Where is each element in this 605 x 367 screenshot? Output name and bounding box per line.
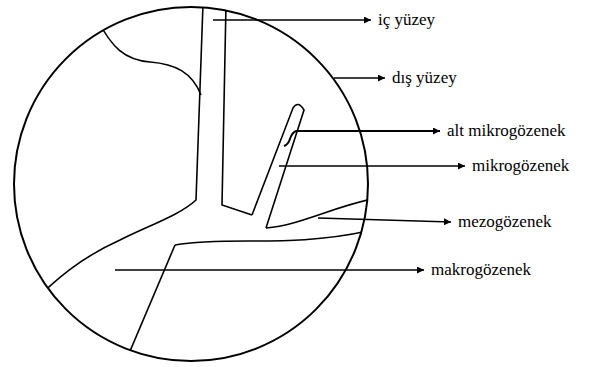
- leader-lines: [115, 20, 465, 270]
- part-label: mezogözenek: [458, 212, 551, 232]
- main-right-wall: [222, 4, 252, 215]
- leader-line: [284, 131, 440, 146]
- mesopore-upper-wall: [266, 199, 372, 228]
- mesopore-lower-wall: [175, 231, 368, 245]
- particle-outline: [14, 7, 368, 361]
- part-label: iç yüzey: [378, 10, 435, 30]
- main-left-wall: [30, 4, 203, 305]
- leader-line: [318, 218, 451, 222]
- leader-line: [115, 269, 424, 270]
- part-label: makrogözenek: [431, 260, 531, 280]
- leader-line: [334, 77, 385, 78]
- macropore-wall: [122, 245, 175, 367]
- pore-walls: [30, 4, 372, 367]
- branch-wall: [97, 19, 201, 95]
- part-label: mikrogözenek: [472, 156, 569, 176]
- leader-line: [279, 165, 465, 166]
- part-label: alt mikrogözenek: [447, 121, 566, 141]
- part-label: dış yüzey: [392, 68, 457, 88]
- leader-line: [213, 19, 371, 20]
